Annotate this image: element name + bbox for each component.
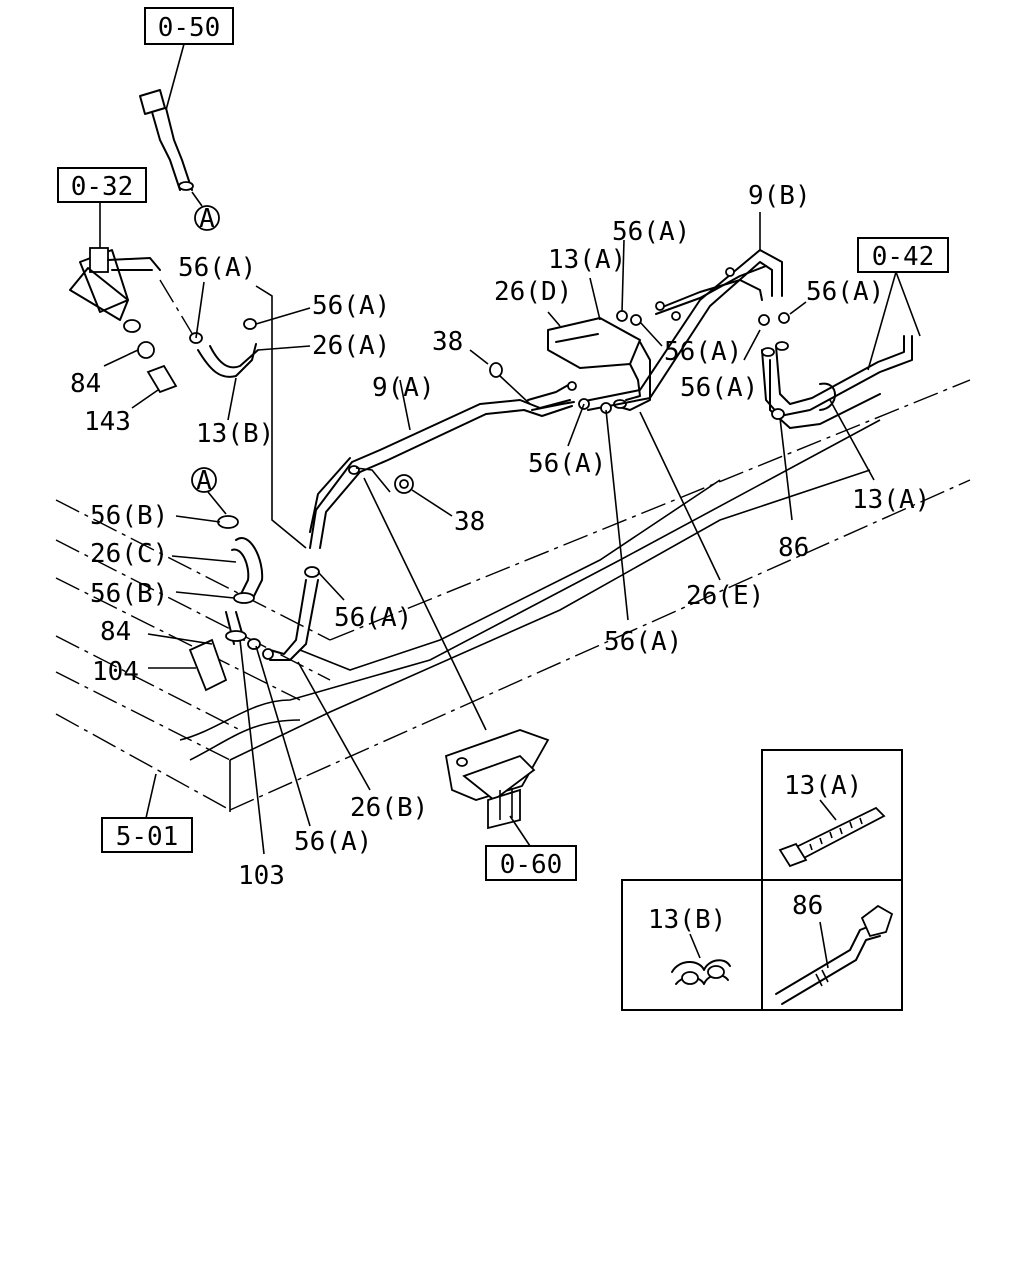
- hose-26a: 56(A) 56(A) 26(A) 13(B): [178, 253, 390, 449]
- svg-text:13(A): 13(A): [852, 485, 930, 515]
- center-leaders: 56(A) 26(E) 56(A): [528, 398, 764, 657]
- svg-text:A: A: [199, 204, 215, 234]
- svg-text:56(B): 56(B): [90, 579, 168, 609]
- svg-text:56(A): 56(A): [528, 449, 606, 479]
- svg-text:26(E): 26(E): [686, 581, 764, 611]
- ref-5-01-label: 5-01: [116, 822, 179, 852]
- svg-text:143: 143: [84, 407, 131, 437]
- hose-26b: 26(B) 56(A): [262, 566, 428, 823]
- part-143: 143: [84, 364, 178, 437]
- marker-a-low: A: [191, 466, 227, 515]
- svg-text:56(A): 56(A): [806, 277, 884, 307]
- heater-unit-0-60: [363, 477, 550, 830]
- svg-text:26(C): 26(C): [90, 539, 168, 569]
- ref-0-32-label: 0-32: [71, 172, 134, 202]
- svg-text:A: A: [196, 466, 212, 496]
- svg-text:86: 86: [778, 533, 809, 563]
- heater-valve-assembly: [69, 247, 197, 341]
- svg-text:103: 103: [238, 861, 285, 891]
- reference-5-01[interactable]: 5-01: [101, 817, 193, 853]
- hose-26c: [188, 515, 264, 692]
- svg-text:26(B): 26(B): [350, 793, 428, 823]
- part-38-mid: 38: [394, 474, 485, 537]
- legend-clip-86: 86: [775, 891, 894, 1005]
- ref-0-50-label: 0-50: [158, 13, 221, 43]
- svg-text:56(A): 56(A): [178, 253, 256, 283]
- svg-text:13(A): 13(A): [548, 245, 626, 275]
- svg-text:9(B): 9(B): [748, 181, 811, 211]
- ref-0-42-label: 0-42: [872, 242, 935, 272]
- legend-panel: 13(A) 13(B) 86: [621, 749, 903, 1011]
- svg-text:86: 86: [792, 891, 823, 921]
- hose-right-assembly: 56(A) 13(A) 86: [680, 329, 930, 563]
- lower-left-leaders: 56(B) 26(C) 56(B) 84 104 103 56(A): [90, 501, 372, 891]
- svg-text:13(B): 13(B): [196, 419, 274, 449]
- svg-text:84: 84: [100, 617, 131, 647]
- hose-26d: 26(D) 13(A) 56(A) 56(A): [494, 217, 742, 411]
- svg-text:104: 104: [92, 657, 139, 687]
- ref-0-60-label: 0-60: [500, 850, 563, 880]
- svg-text:56(A): 56(A): [612, 217, 690, 247]
- pipe-9b: 9(B) 56(A): [579, 181, 884, 411]
- reference-0-60[interactable]: 0-60: [485, 845, 577, 881]
- svg-text:56(A): 56(A): [312, 291, 390, 321]
- svg-text:13(B): 13(B): [648, 905, 726, 935]
- legend-tie-13a: 13(A): [778, 771, 886, 868]
- pipe-0-50: [139, 89, 194, 191]
- part-38-top: 38: [432, 327, 531, 405]
- svg-text:56(A): 56(A): [334, 603, 412, 633]
- reference-0-32[interactable]: 0-32: [57, 167, 147, 203]
- svg-text:38: 38: [454, 507, 485, 537]
- pipe-joints: [527, 265, 767, 411]
- svg-text:56(A): 56(A): [680, 373, 758, 403]
- part-84-top: 84: [70, 341, 155, 399]
- svg-text:26(A): 26(A): [312, 331, 390, 361]
- svg-text:56(A): 56(A): [664, 337, 742, 367]
- svg-text:56(A): 56(A): [294, 827, 372, 857]
- svg-text:9(A): 9(A): [372, 373, 435, 403]
- marker-a-top: A: [194, 204, 220, 234]
- svg-text:84: 84: [70, 369, 101, 399]
- svg-text:38: 38: [432, 327, 463, 357]
- reference-0-42[interactable]: 0-42: [857, 237, 949, 273]
- svg-text:56(A): 56(A): [604, 627, 682, 657]
- svg-text:13(A): 13(A): [784, 771, 862, 801]
- frame-outline: [55, 379, 971, 812]
- reference-0-50[interactable]: 0-50: [144, 7, 234, 45]
- pipe-9a: 9(A): [309, 373, 573, 549]
- svg-text:26(D): 26(D): [494, 277, 572, 307]
- legend-clip-13b: 13(B): [648, 905, 731, 985]
- svg-text:56(B): 56(B): [90, 501, 168, 531]
